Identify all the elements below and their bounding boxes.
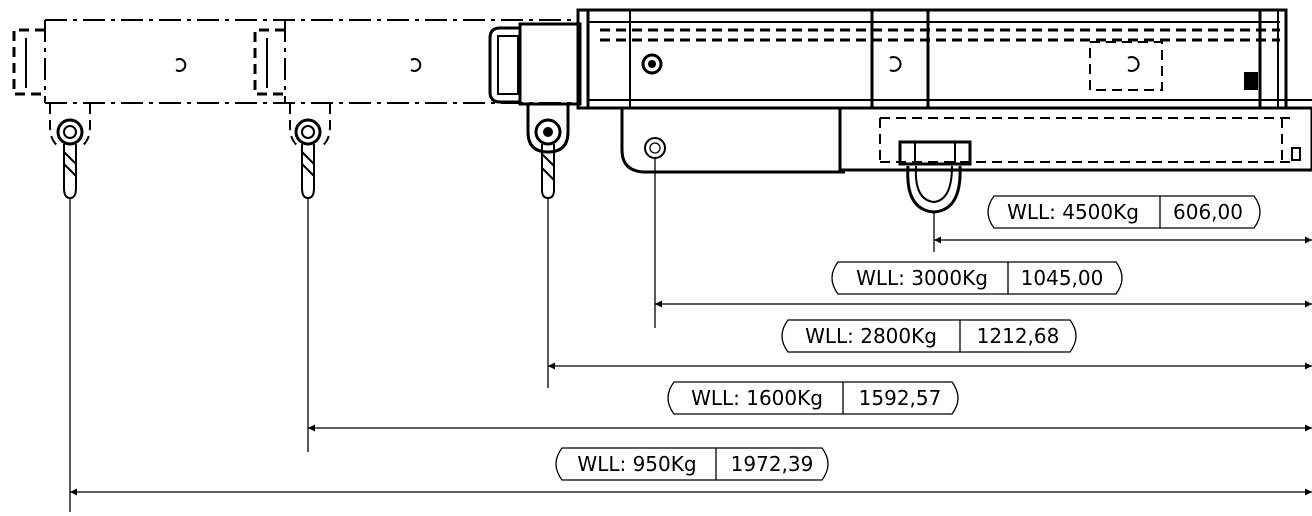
- extension-lines: [69, 158, 935, 512]
- distance-text: 1592,57: [859, 386, 942, 410]
- wll-text: WLL: 3000Kg: [856, 266, 988, 290]
- dimension-label-4500: WLL: 4500Kg 606,00: [987, 195, 1261, 229]
- distance-text: 606,00: [1173, 200, 1243, 224]
- dimension-label-950: WLL: 950Kg 1972,39: [555, 447, 829, 481]
- wll-text: WLL: 4500Kg: [1007, 200, 1139, 224]
- dimension-label-2800: WLL: 2800Kg 1212,68: [781, 319, 1077, 353]
- extension-arm: [12, 19, 582, 106]
- distance-text: 1212,68: [977, 324, 1060, 348]
- wll-text: WLL: 1600Kg: [691, 386, 823, 410]
- dimension-label-3000: WLL: 3000Kg 1045,00: [831, 261, 1123, 295]
- distance-text: 1045,00: [1021, 266, 1104, 290]
- main-beam: [576, 8, 1312, 110]
- wll-text: WLL: 950Kg: [577, 452, 696, 476]
- hook-2: [289, 104, 331, 200]
- hook-1: [49, 104, 91, 200]
- wll-text: WLL: 2800Kg: [805, 324, 937, 348]
- distance-text: 1972,39: [731, 452, 814, 476]
- dimension-lines: [70, 236, 1312, 496]
- hook-3: [526, 104, 570, 200]
- dimension-label-1600: WLL: 1600Kg 1592,57: [667, 381, 959, 415]
